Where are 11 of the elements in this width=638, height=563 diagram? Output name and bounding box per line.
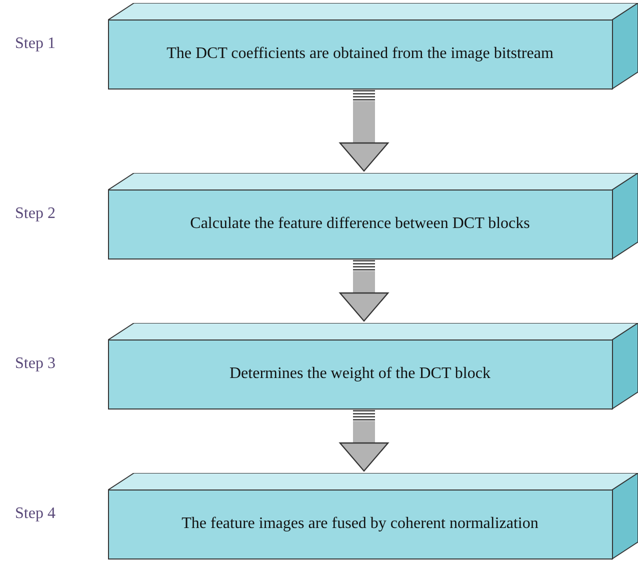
box-text: Calculate the feature difference between DCT blocks [189,214,531,232]
box-text: The feature images are fused by coherent normalization [180,514,540,532]
block-arrow [339,101,389,172]
block-arrow [339,271,389,322]
step-label: Step 1 [15,35,56,53]
step-label: Step 3 [15,355,56,373]
step-label: Step 2 [15,205,56,223]
step-label: Step 4 [15,505,56,523]
box-text: Determines the weight of the DCT block [228,364,492,382]
block-arrow [339,421,389,472]
box-text: The DCT coefficients are obtained from the image bitstream [166,44,554,62]
